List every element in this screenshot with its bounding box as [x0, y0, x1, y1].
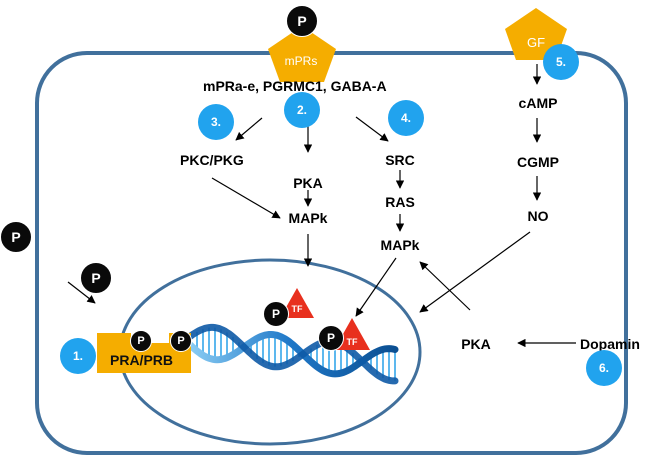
mapk-right-label: MAPk — [380, 237, 420, 253]
cell-membrane — [35, 51, 628, 455]
mprs-label: mPRs — [284, 54, 318, 68]
step-2-badge: 2. — [284, 92, 320, 128]
arrow-no-to-nucleus — [419, 231, 531, 313]
step-6-badge: 6. — [586, 350, 622, 386]
step-4-badge: 4. — [388, 100, 424, 136]
phosphate-prb: P — [170, 330, 192, 352]
camp-label: cAMP — [518, 95, 558, 111]
arrow-p-to-receptor — [67, 281, 96, 304]
arrow-to-pkc — [235, 117, 263, 141]
pka-top-label: PKA — [293, 175, 323, 191]
no-label: NO — [527, 208, 549, 224]
pka-bottom-label: PKA — [461, 336, 491, 352]
arrow-to-src — [355, 116, 389, 142]
phosphate-outside: P — [0, 221, 32, 253]
dna-helix — [181, 323, 399, 385]
phosphate-free: P — [80, 262, 112, 294]
arrow-pka-to-mapk-right — [419, 261, 471, 311]
phosphate-receptor: P — [286, 5, 318, 37]
pra-prb-label: PRA/PRB — [110, 352, 174, 368]
mpr-ligands-label: mPRa-e, PGRMC1, GABA-A — [203, 78, 387, 94]
arrow-mapk-to-tf — [355, 257, 397, 317]
cgmp-label: CGMP — [517, 154, 559, 170]
pkc-pkg-label: PKC/PKG — [180, 152, 244, 168]
dopamin-label: Dopamin — [580, 336, 640, 352]
tf-label-lower: TF — [346, 337, 358, 347]
mprs-receptor-shape — [268, 26, 336, 82]
pra-block — [97, 333, 131, 373]
phosphate-pra: P — [130, 330, 152, 352]
gf-label: GF — [526, 35, 546, 50]
ras-label: RAS — [385, 194, 415, 210]
phosphate-tf-upper: P — [263, 301, 289, 327]
tf-label-upper: TF — [291, 304, 303, 314]
mapk-left-label: MAPk — [288, 210, 328, 226]
step-3-badge: 3. — [198, 104, 234, 140]
phosphate-tf-lower: P — [318, 325, 344, 351]
arrow-pkc-to-mapk — [211, 177, 281, 219]
step-1-badge: 1. — [60, 338, 96, 374]
src-label: SRC — [385, 152, 415, 168]
step-5-badge: 5. — [543, 44, 579, 80]
